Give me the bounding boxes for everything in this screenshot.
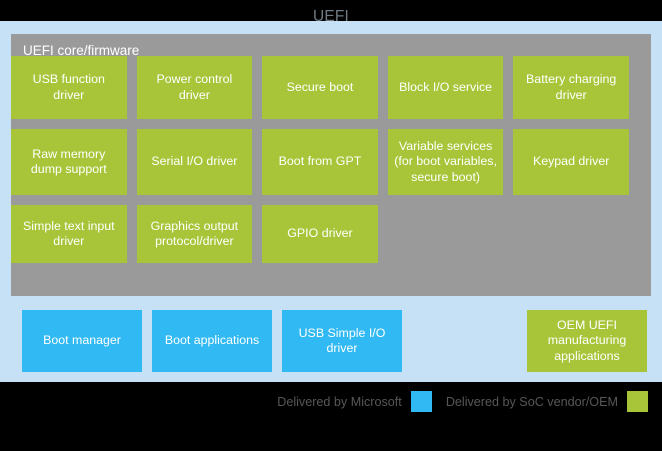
core-panel-label: UEFI core/firmware — [23, 43, 140, 58]
grid-cell-empty — [513, 205, 629, 263]
component-keypad-driver[interactable]: Keypad driver — [513, 129, 629, 195]
legend-band: Delivered by Microsoft Delivered by SoC … — [0, 382, 662, 451]
component-boot-manager[interactable]: Boot manager — [22, 310, 142, 372]
component-simple-text-input-driver[interactable]: Simple text input driver — [11, 205, 127, 263]
legend: Delivered by Microsoft Delivered by SoC … — [277, 391, 648, 412]
legend-swatch-blue-icon — [410, 391, 432, 412]
grid-row: USB function driver Power control driver… — [11, 56, 629, 119]
component-usb-simple-io-driver[interactable]: USB Simple I/O driver — [282, 310, 402, 372]
grid-row: Raw memory dump support Serial I/O drive… — [11, 129, 629, 195]
core-component-grid: USB function driver Power control driver… — [11, 56, 629, 273]
grid-row: Simple text input driver Graphics output… — [11, 205, 629, 263]
legend-label-microsoft: Delivered by Microsoft — [277, 394, 402, 409]
legend-swatch-green-icon — [627, 391, 648, 412]
component-usb-function-driver[interactable]: USB function driver — [11, 56, 127, 119]
legend-item-soc-vendor-oem: Delivered by SoC vendor/OEM — [446, 391, 648, 412]
grid-cell-empty — [388, 205, 504, 263]
bottom-component-row: Boot manager Boot applications USB Simpl… — [22, 310, 402, 372]
legend-item-microsoft: Delivered by Microsoft — [277, 391, 432, 412]
component-raw-memory-dump-support[interactable]: Raw memory dump support — [11, 129, 127, 195]
component-variable-services[interactable]: Variable services (for boot variables, s… — [387, 129, 504, 195]
component-oem-uefi-manufacturing-applications[interactable]: OEM UEFI manufacturing applications — [527, 310, 647, 372]
component-boot-applications[interactable]: Boot applications — [152, 310, 272, 372]
component-battery-charging-driver[interactable]: Battery charging driver — [513, 56, 629, 119]
component-boot-from-gpt[interactable]: Boot from GPT — [262, 129, 378, 195]
component-secure-boot[interactable]: Secure boot — [262, 56, 378, 119]
component-power-control-driver[interactable]: Power control driver — [136, 56, 253, 119]
page-title: UEFI — [312, 8, 350, 25]
component-gpio-driver[interactable]: GPIO driver — [262, 205, 378, 263]
component-block-io-service[interactable]: Block I/O service — [387, 56, 504, 119]
component-serial-io-driver[interactable]: Serial I/O driver — [136, 129, 253, 195]
legend-label-soc-vendor-oem: Delivered by SoC vendor/OEM — [445, 394, 618, 409]
component-graphics-output-protocol-driver[interactable]: Graphics output protocol/driver — [136, 205, 253, 263]
